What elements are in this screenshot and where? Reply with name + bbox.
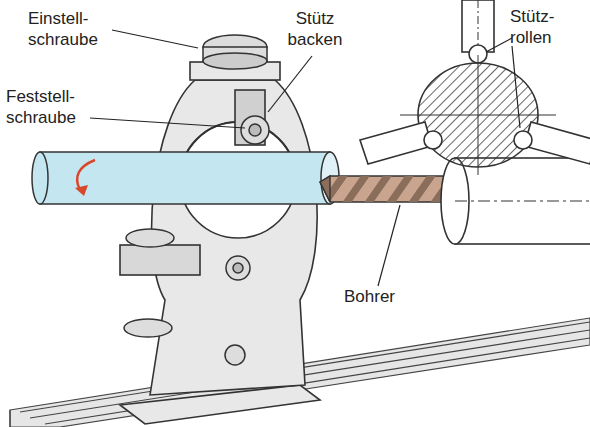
workpiece [32, 152, 339, 204]
part-label: Feststell- schraube [6, 86, 96, 128]
part-label: Stütz- rollen [510, 6, 580, 48]
part-label: Bohrer [344, 286, 424, 307]
chuck [441, 158, 590, 244]
support-rollers-inset [360, 0, 590, 175]
part-label: Einstell- schraube [28, 8, 120, 50]
part-label: Stütz backen [282, 8, 348, 50]
leader-line [90, 30, 520, 286]
drill [320, 176, 455, 202]
steady-rest-body [120, 62, 320, 424]
